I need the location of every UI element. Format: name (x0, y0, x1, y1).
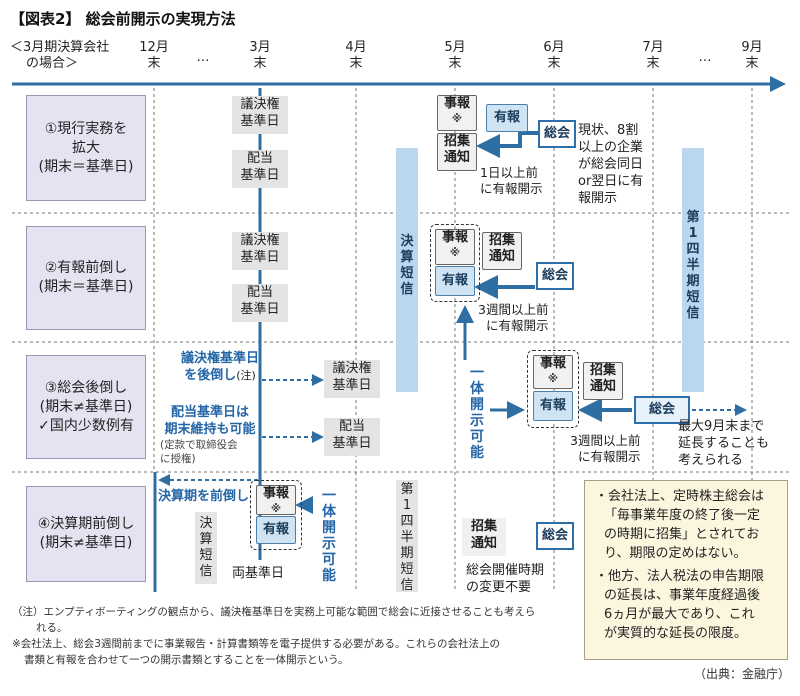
month-12: 12月末 (139, 40, 169, 71)
row3-teikan-note: (定款で取締役会に授権) (160, 439, 238, 465)
company-note: ＜3月期決算会社 の場合＞ (10, 40, 110, 71)
row3-yuho-doc: 有報 (533, 391, 573, 421)
row4-kessan-mae: 決算期を前倒し (158, 489, 250, 504)
row3-shoshu-doc: 招集通知 (583, 362, 623, 400)
row-2-label: ②有報前倒し(期末＝基準日) (26, 226, 146, 330)
footnotes: （注）エンプティボーティングの観点から、議決権基準日を実務上可能な範囲で総会に近… (12, 606, 536, 666)
row3-giketsu-later: 議決権基準日 を後倒し(注) (180, 351, 259, 383)
row2-shoshu-doc: 招集通知 (482, 232, 522, 270)
row3-ittai-kaiji: 一体開示可能 (470, 365, 484, 461)
row2-soukai: 総会 (536, 262, 574, 290)
row3-giketsu-kijunbi: 議決権基準日 (324, 360, 380, 398)
row1-giketsu-kijunbi: 議決権基準日 (232, 96, 288, 134)
row3-haitou-kijunbi: 配当基準日 (324, 418, 380, 456)
row4-yuho-doc: 有報 (256, 516, 296, 544)
row3-before-note: 3週間以上前に有報開示 (570, 433, 641, 464)
row4-jiho-doc: 事報※ (256, 485, 296, 515)
q1-tanshin-bar: 第 1 四 半 期 短 信 (682, 148, 704, 392)
month-5: 5月末 (444, 40, 466, 71)
row1-before-note: 1日以上前に有報開示 (480, 165, 543, 196)
legal-info-box: ・会社法上、定時株主総会は 「毎事業年度の終了後一定 の時期に招集」とされてお … (584, 480, 788, 660)
row3-jiho-doc: 事報※ (533, 355, 573, 389)
row1-shoshu-doc: 招集通知 (437, 133, 477, 171)
month-6: 6月末 (543, 40, 565, 71)
row4-shoshu: 招集通知 (462, 518, 506, 556)
row1-jiho-doc: 事報※ (437, 95, 477, 131)
row2-jiho-doc: 事報※ (435, 229, 475, 265)
row-1-label: ①現行実務を拡大(期末＝基準日) (26, 95, 146, 201)
row4-ittai-kaiji: 一体開示可能 (322, 488, 336, 584)
row3-soukai: 総会 (634, 396, 690, 424)
kessan-tanshin-bar: 決 算 短 信 (396, 148, 418, 392)
row-3-label: ③総会後倒し(期末≠基準日)✓国内少数例有 (26, 355, 146, 459)
month-7: 7月末 (642, 40, 664, 71)
row2-before-note: 3週間以上前に有報開示 (478, 302, 549, 333)
row2-haitou-kijunbi: 配当基準日 (232, 284, 288, 322)
row-4-label: ④決算期前倒し(期末≠基準日) (26, 486, 146, 582)
month-9: 9月末 (741, 40, 763, 71)
row4-q1-tanshin: 第 1 四 半 期 短 信 (396, 480, 418, 593)
row1-soukai: 総会 (538, 120, 576, 148)
row2-ittai-group (430, 224, 480, 302)
row1-yuho-doc: 有報 (486, 104, 528, 132)
row4-ryou-kijunbi: 両基準日 (232, 566, 285, 581)
ellipsis-1: … (196, 50, 210, 65)
row2-giketsu-kijunbi: 議決権基準日 (232, 232, 288, 270)
row4-ittai-group (250, 480, 302, 550)
row3-haitou-possible: 配当基準日は 期末維持も可能 (164, 405, 256, 437)
row3-ittai-group (527, 350, 579, 428)
month-4: 4月末 (345, 40, 367, 71)
row4-soukai: 総会 (536, 522, 574, 550)
month-3: 3月末 (249, 40, 271, 71)
row2-yuho-doc: 有報 (435, 266, 475, 296)
row3-max-note: 最大9月末まで延長することも考えられる (678, 419, 770, 468)
row4-kessan-tanshin: 決 算 短 信 (195, 512, 217, 584)
page-title: 【図表2】 総会前開示の実現方法 (10, 10, 236, 28)
ellipsis-2: … (698, 50, 712, 65)
row1-haitou-kijunbi: 配当基準日 (232, 150, 288, 188)
row4-change-note: 総会開催時期の変更不要 (466, 563, 545, 595)
source-note: （出典：金融庁） (693, 667, 790, 681)
